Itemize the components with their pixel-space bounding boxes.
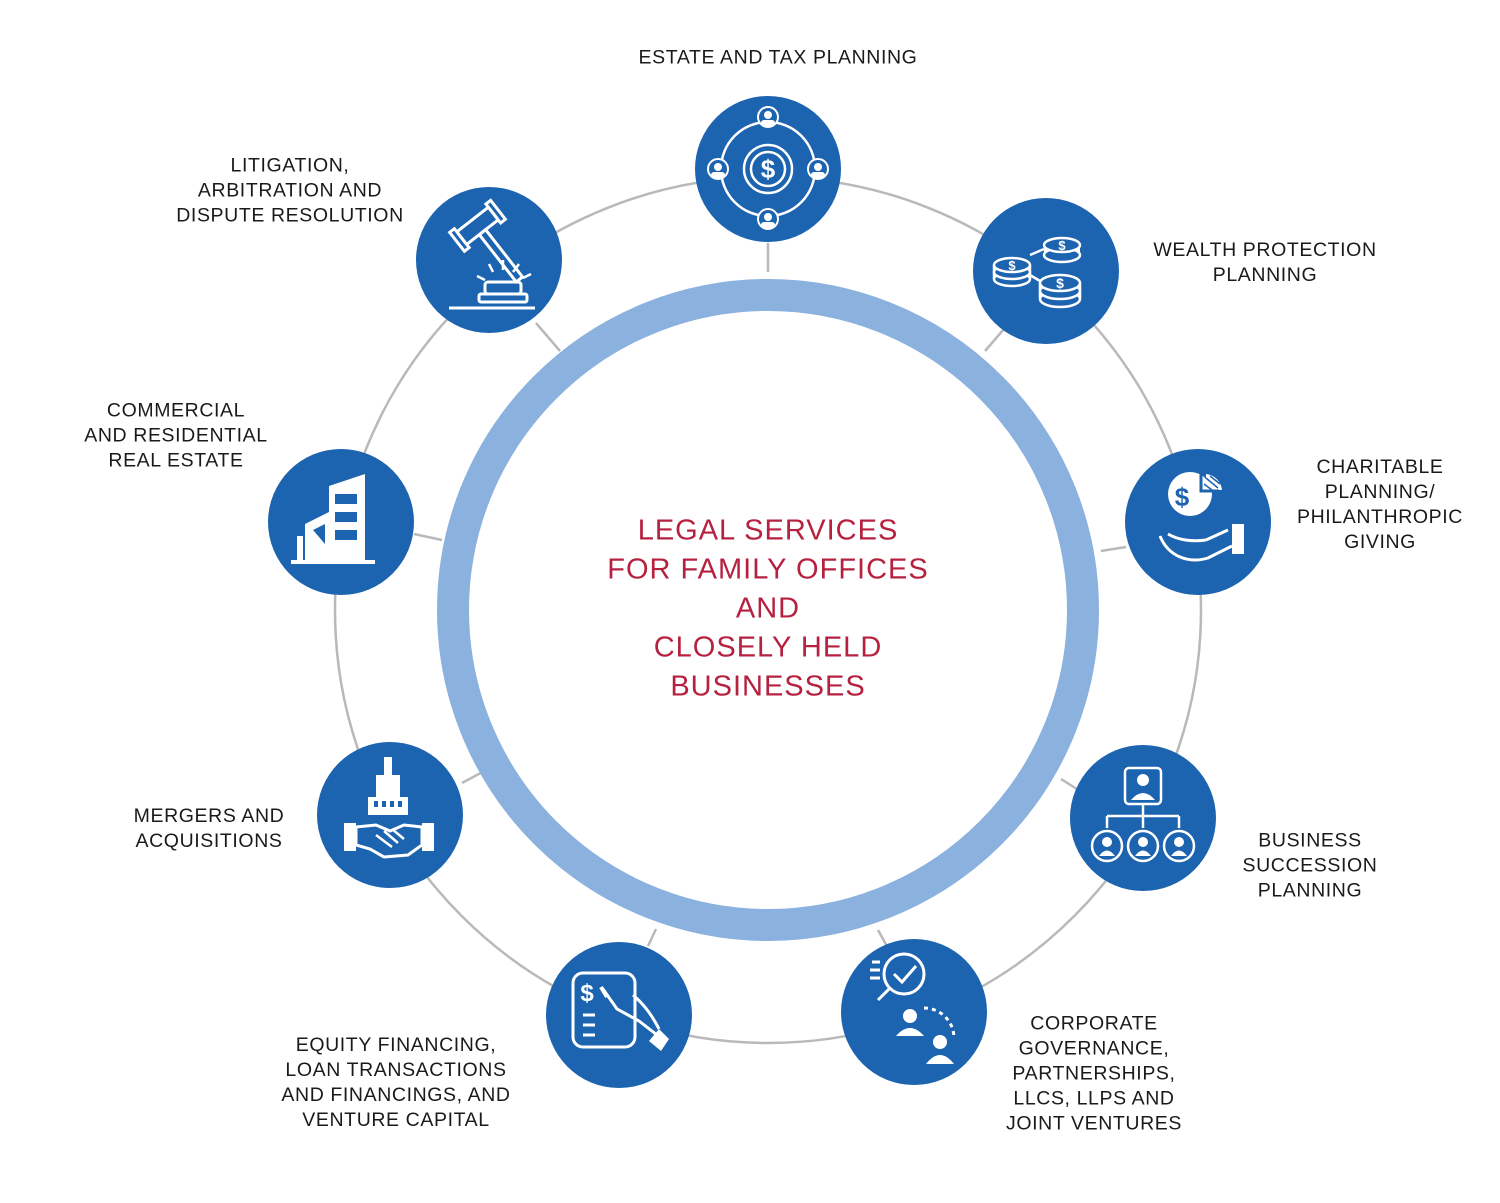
service-label-estate-tax-planning: ESTATE AND TAX PLANNING bbox=[638, 46, 918, 69]
node-wealth-protection: $ $ $ bbox=[973, 198, 1119, 344]
node-corporate-governance bbox=[841, 939, 987, 1085]
node-equity-financing: $ bbox=[546, 942, 692, 1088]
service-label-business-succession: BUSINESS SUCCESSION PLANNING bbox=[1242, 829, 1378, 902]
svg-text:$: $ bbox=[580, 980, 594, 1007]
diagram-title: LEGAL SERVICES FOR FAMILY OFFICES AND CL… bbox=[607, 514, 929, 703]
service-label-equity-financing: EQUITY FINANCING, LOAN TRANSACTIONS AND … bbox=[281, 1034, 511, 1131]
building-icon bbox=[291, 474, 375, 564]
dollar-network-icon: $ bbox=[707, 106, 829, 230]
service-label-corporate-governance: CORPORATE GOVERNANCE, PARTNERSHIPS, LLCS… bbox=[1006, 1012, 1182, 1135]
svg-text:$: $ bbox=[761, 154, 776, 184]
node-real-estate bbox=[268, 449, 414, 595]
magnifier-check-icon bbox=[870, 952, 956, 1064]
node-litigation bbox=[416, 187, 562, 333]
service-label-charitable-planning: CHARITABLE PLANNING/ PHILANTHROPIC GIVIN… bbox=[1297, 456, 1463, 553]
org-chart-icon bbox=[1090, 766, 1196, 863]
svg-text:$: $ bbox=[1058, 238, 1066, 253]
svg-text:$: $ bbox=[1175, 482, 1190, 512]
central-ring bbox=[437, 279, 1099, 941]
svg-text:$: $ bbox=[1056, 275, 1064, 291]
gavel-icon bbox=[447, 198, 535, 310]
node-business-succession bbox=[1070, 745, 1216, 891]
service-label-real-estate: COMMERCIAL AND RESIDENTIAL REAL ESTATE bbox=[84, 399, 268, 472]
svg-text:$: $ bbox=[1008, 258, 1016, 273]
coins-icon: $ $ $ bbox=[992, 236, 1082, 309]
handshake-building-icon bbox=[344, 757, 434, 859]
node-mergers-acquisitions bbox=[317, 742, 463, 888]
signing-document-icon: $ bbox=[571, 971, 669, 1051]
node-charitable-planning: $ bbox=[1125, 449, 1271, 595]
giving-hand-icon: $ bbox=[1158, 472, 1244, 562]
service-label-litigation: LITIGATION, ARBITRATION AND DISPUTE RESO… bbox=[176, 154, 404, 227]
service-label-mergers-acquisitions: MERGERS AND ACQUISITIONS bbox=[133, 805, 285, 852]
service-label-wealth-protection: WEALTH PROTECTION PLANNING bbox=[1153, 239, 1377, 286]
node-estate-tax-planning: $ bbox=[695, 96, 841, 242]
